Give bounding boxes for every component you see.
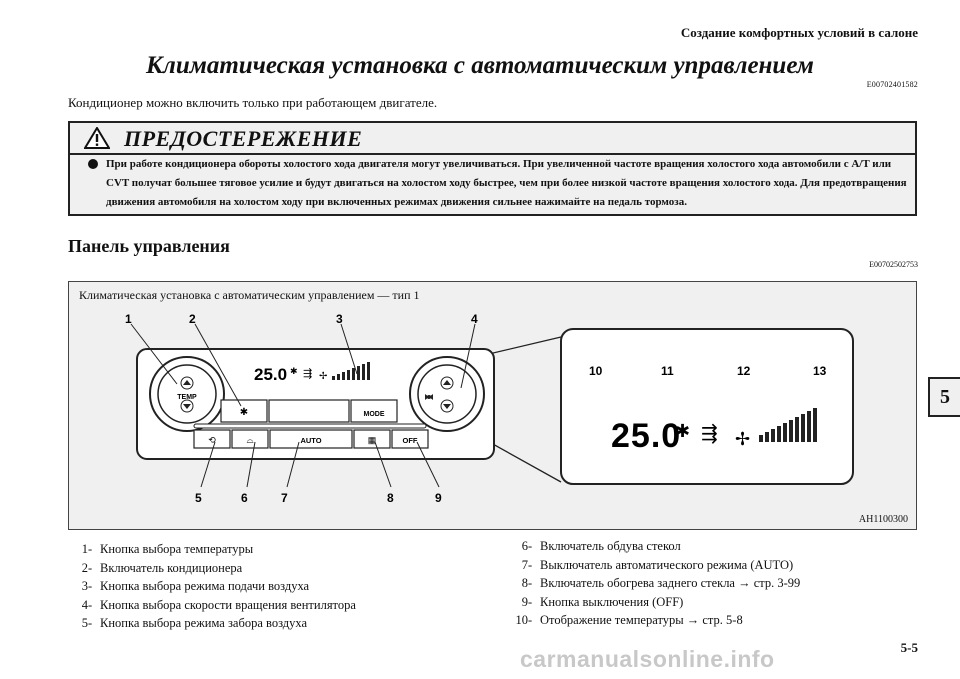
fan-icon: ✢ — [319, 371, 327, 382]
callout-2: 2 — [189, 312, 196, 326]
warning-title: ПРЕДОСТЕРЕЖЕНИЕ — [124, 126, 363, 151]
fan-knob[interactable] — [417, 364, 477, 424]
callout-8: 8 — [387, 491, 394, 505]
callout-13: 13 — [813, 364, 827, 378]
ac-snowflake-icon: ✱ — [675, 421, 690, 441]
fan-level-bars — [332, 362, 370, 380]
off-label: OFF — [403, 436, 418, 445]
magnified-display-temp: 25.0 — [611, 417, 681, 455]
fan-icon — [425, 394, 433, 400]
intro-text: Кондиционер можно включить только при ра… — [68, 95, 438, 110]
callout-9: 9 — [435, 491, 442, 505]
callout-4: 4 — [471, 312, 478, 326]
legend-item: 9-Кнопка выключения (OFF) — [521, 594, 684, 609]
recirculation-icon: ⟲ — [208, 435, 216, 445]
legend-item: 10-Отображение температуры → стр. 5-8 — [515, 613, 743, 628]
legend-item: 8-Включатель обогрева заднего стекла → с… — [521, 576, 801, 591]
title-code: E00702401582 — [866, 80, 918, 89]
mode-button[interactable] — [350, 399, 398, 423]
ac-snowflake-icon: ✱ — [240, 407, 248, 418]
fan-icon: ✢ — [735, 429, 750, 449]
control-panel-illustration: TEMP 25.0 ✱ ⇶ ✢ ✱ MOD — [125, 312, 854, 505]
warning-header: ПРЕДОСТЕРЕЖЕНИЕ — [70, 123, 915, 155]
callout-6: 6 — [241, 491, 248, 505]
legend-item: 5-Кнопка выбора режима забора воздуха — [81, 616, 308, 631]
legend-left: 1-Кнопка выбора температуры 2-Включатель… — [66, 540, 356, 633]
magnified-display: 10 11 12 13 25.0 ✱ ⇶ ✢ — [560, 328, 854, 485]
auto-button[interactable] — [269, 429, 353, 449]
figure-code: AH1100300 — [858, 514, 908, 525]
page-title: Климатическая установка с автоматическим… — [146, 52, 814, 79]
warning-box: ПРЕДОСТЕРЕЖЕНИЕ При работе кондиционера … — [68, 121, 917, 216]
fan-level-bars-large — [759, 408, 817, 442]
legend-item: 1-Кнопка выбора температуры — [81, 542, 254, 556]
warning-text-block: При работе кондиционера обороты холостог… — [88, 155, 908, 212]
mode-label: MODE — [364, 411, 385, 418]
figure-caption: Климатическая установка с автоматическим… — [79, 288, 420, 302]
watermark: carmanualsonline.info — [520, 646, 775, 672]
running-header: Создание комфортных условий в салоне — [680, 25, 918, 40]
ac-snowflake-icon: ✱ — [290, 366, 298, 376]
callout-12: 12 — [737, 364, 751, 378]
warning-text: При работе кондиционера обороты холостог… — [106, 158, 907, 208]
temp-knob[interactable] — [157, 364, 217, 424]
callout-1: 1 — [125, 312, 132, 326]
climate-panel: TEMP 25.0 ✱ ⇶ ✢ ✱ MOD — [136, 348, 495, 460]
callout-7: 7 — [281, 491, 288, 505]
warning-triangle-icon — [84, 127, 110, 149]
rear-defrost-icon: ▦ — [368, 435, 377, 445]
windshield-defrost-button[interactable] — [231, 429, 269, 449]
callout-11: 11 — [661, 364, 674, 378]
legend-item: 6-Включатель обдува стекол — [521, 539, 681, 553]
legend-right: 6-Включатель обдува стекол 7-Выключатель… — [506, 537, 801, 630]
center-display-button — [268, 399, 350, 423]
section-code: E00702502753 — [869, 260, 918, 269]
section-title: Панель управления — [68, 236, 230, 256]
off-button[interactable] — [391, 429, 429, 449]
page-number: 5-5 — [900, 640, 918, 655]
bullet-icon — [88, 159, 98, 169]
ac-button[interactable] — [220, 399, 268, 423]
legend-item: 7-Выключатель автоматического режима (AU… — [521, 557, 794, 572]
panel-display-temp: 25.0 — [254, 365, 287, 384]
chapter-tab: 5 — [928, 377, 960, 417]
airflow-mode-icon: ⇶ — [701, 423, 718, 445]
windshield-defrost-icon: ⌓ — [246, 435, 253, 445]
legend-item: 4-Кнопка выбора скорости вращения вентил… — [81, 597, 356, 612]
callout-3: 3 — [336, 312, 343, 326]
temp-label: TEMP — [177, 394, 197, 401]
auto-label: AUTO — [300, 436, 321, 445]
legend-item: 2-Включатель кондиционера — [81, 560, 243, 575]
recirculation-button[interactable] — [193, 429, 231, 449]
legend-item: 3-Кнопка выбора режима подачи воздуха — [81, 579, 310, 594]
callout-10: 10 — [589, 364, 603, 378]
rear-defrost-button[interactable] — [353, 429, 391, 449]
callout-5: 5 — [195, 491, 202, 505]
figure-box: Климатическая установка с автоматическим… — [68, 281, 917, 530]
airflow-mode-icon: ⇶ — [303, 367, 312, 380]
